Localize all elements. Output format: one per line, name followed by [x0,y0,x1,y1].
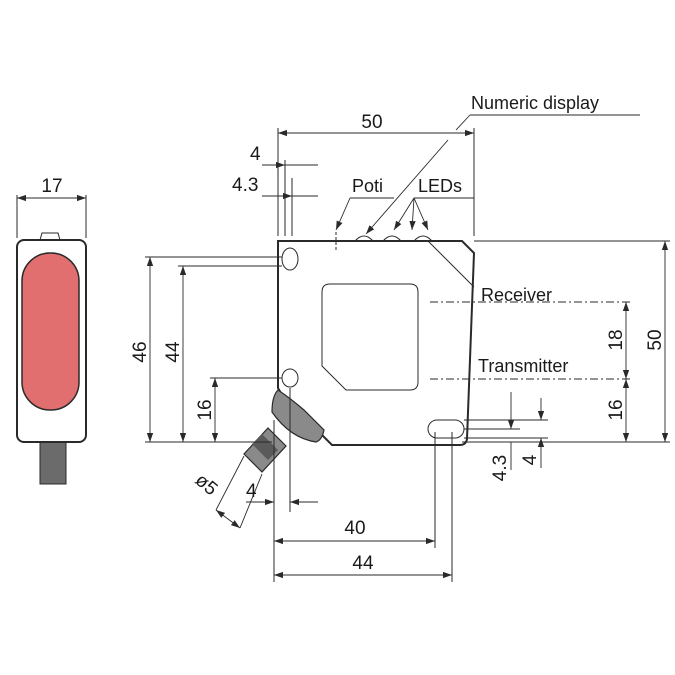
dim-right-50: 50 [645,329,666,350]
led-bump-1 [354,235,374,242]
receiver-window [321,283,419,391]
dim-right-slot-4-3: 4.3 [490,455,511,481]
dim-left-46: 46 [130,341,151,362]
dim-hole-offset-4-3: 4.3 [232,175,258,196]
label-leds: LEDs [418,176,462,196]
dim-hole-offset-4: 4 [250,144,261,165]
side-top-bump [39,232,61,241]
label-numeric-display: Numeric display [471,93,599,113]
cable-gland [243,389,325,473]
dim-right-18: 18 [606,329,627,350]
side-view: 17 [16,176,87,485]
side-cable [39,441,67,485]
led-bump-3 [413,235,433,242]
mounting-hole-top [281,247,299,271]
dim-bottom-4: 4 [246,481,257,502]
dim-right-16: 16 [606,399,627,420]
dim-right-slot-4: 4 [520,454,541,465]
label-transmitter: Transmitter [478,356,568,376]
front-housing [277,240,476,446]
label-receiver: Receiver [481,285,552,305]
front-view: ø5 50 4 4.3 Numeric display Poti LEDs Re… [130,93,670,582]
dim-bottom-44: 44 [352,553,374,574]
dim-top-width: 50 [361,112,382,133]
label-poti: Poti [352,176,383,196]
side-width-dim: 17 [41,176,62,197]
dim-left-16: 16 [195,399,216,420]
dim-left-44: 44 [163,341,184,363]
cable-diameter-dim: ø5 [191,470,221,500]
side-lens [21,252,80,411]
led-bump-2 [382,235,402,242]
dim-bottom-40: 40 [344,518,365,539]
